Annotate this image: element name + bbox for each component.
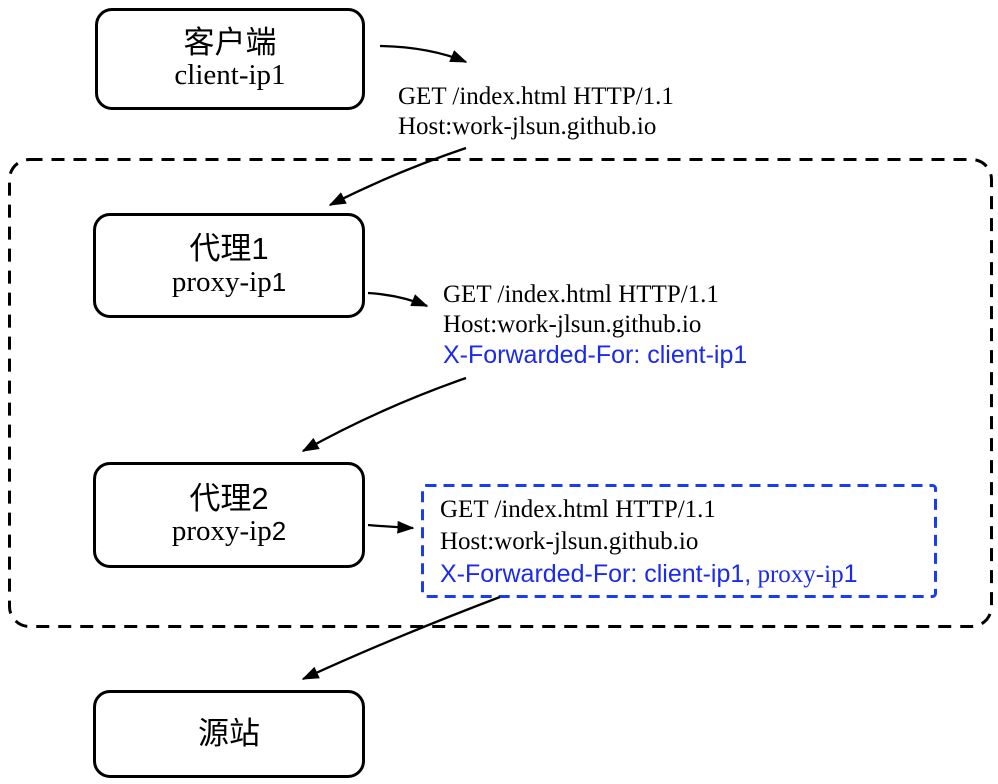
proxy1-node-title: 代理1 (189, 231, 269, 267)
request1-host-line: Host:work-jlsun.github.io (398, 113, 657, 140)
client-node-title: 客户端 (183, 24, 277, 60)
client-node-ip: client-ip1 (174, 59, 286, 92)
arrow-client-to-request1 (379, 44, 468, 64)
request2-headers: GET /index.html HTTP/1.1 Host:work-jlsun… (443, 280, 747, 370)
arrow-proxy1-to-request2 (367, 291, 429, 308)
request1-headers: GET /index.html HTTP/1.1 Host:work-jlsun… (398, 82, 674, 142)
proxy2-ip-digit: 2 (271, 516, 287, 547)
proxy2-node-title: 代理2 (189, 480, 269, 516)
client-node: 客户端 client-ip1 (95, 8, 365, 110)
proxy1-ip-digit: 1 (271, 266, 287, 297)
proxy1-node-ip: proxy-ip1 (171, 265, 287, 299)
proxy2-node-ip: proxy-ip2 (171, 515, 287, 548)
proxy2-node: 代理2 proxy-ip2 (93, 462, 365, 568)
origin-node: 源站 (93, 690, 365, 778)
proxy-zone-dashed-boundary (8, 158, 993, 628)
arrow-request2-to-proxy2 (301, 376, 467, 453)
request3-xff-sans-part: X-Forwarded-For: client-ip1, (440, 560, 752, 588)
request2-host-line: Host:work-jlsun.github.io (443, 311, 702, 338)
request3-xff-line: X-Forwarded-For: client-ip1, proxy-ip1 (440, 558, 857, 591)
request3-headers: GET /index.html HTTP/1.1 Host:work-jlsun… (440, 494, 857, 591)
proxy1-ip-text: proxy-ip (171, 265, 272, 298)
request3-request-line: GET /index.html HTTP/1.1 (440, 496, 716, 523)
proxy1-node: 代理1 proxy-ip1 (93, 213, 365, 318)
request3-xff-serif-part: proxy-ip (751, 561, 844, 588)
arrow-proxy2-to-request3 (367, 520, 415, 534)
arrow-request3-to-origin (301, 595, 501, 681)
origin-node-title: 源站 (198, 715, 260, 751)
request3-xff-digit: 1 (843, 560, 858, 588)
proxy2-ip-text: proxy-ip (171, 515, 272, 548)
final-request-dashed-box (421, 484, 937, 598)
request1-request-line: GET /index.html HTTP/1.1 (398, 83, 674, 110)
request2-request-line: GET /index.html HTTP/1.1 (443, 281, 719, 308)
arrow-request1-to-proxy1 (328, 146, 467, 207)
request2-xff-line: X-Forwarded-For: client-ip1 (443, 341, 748, 369)
request3-host-line: Host:work-jlsun.github.io (440, 528, 699, 555)
